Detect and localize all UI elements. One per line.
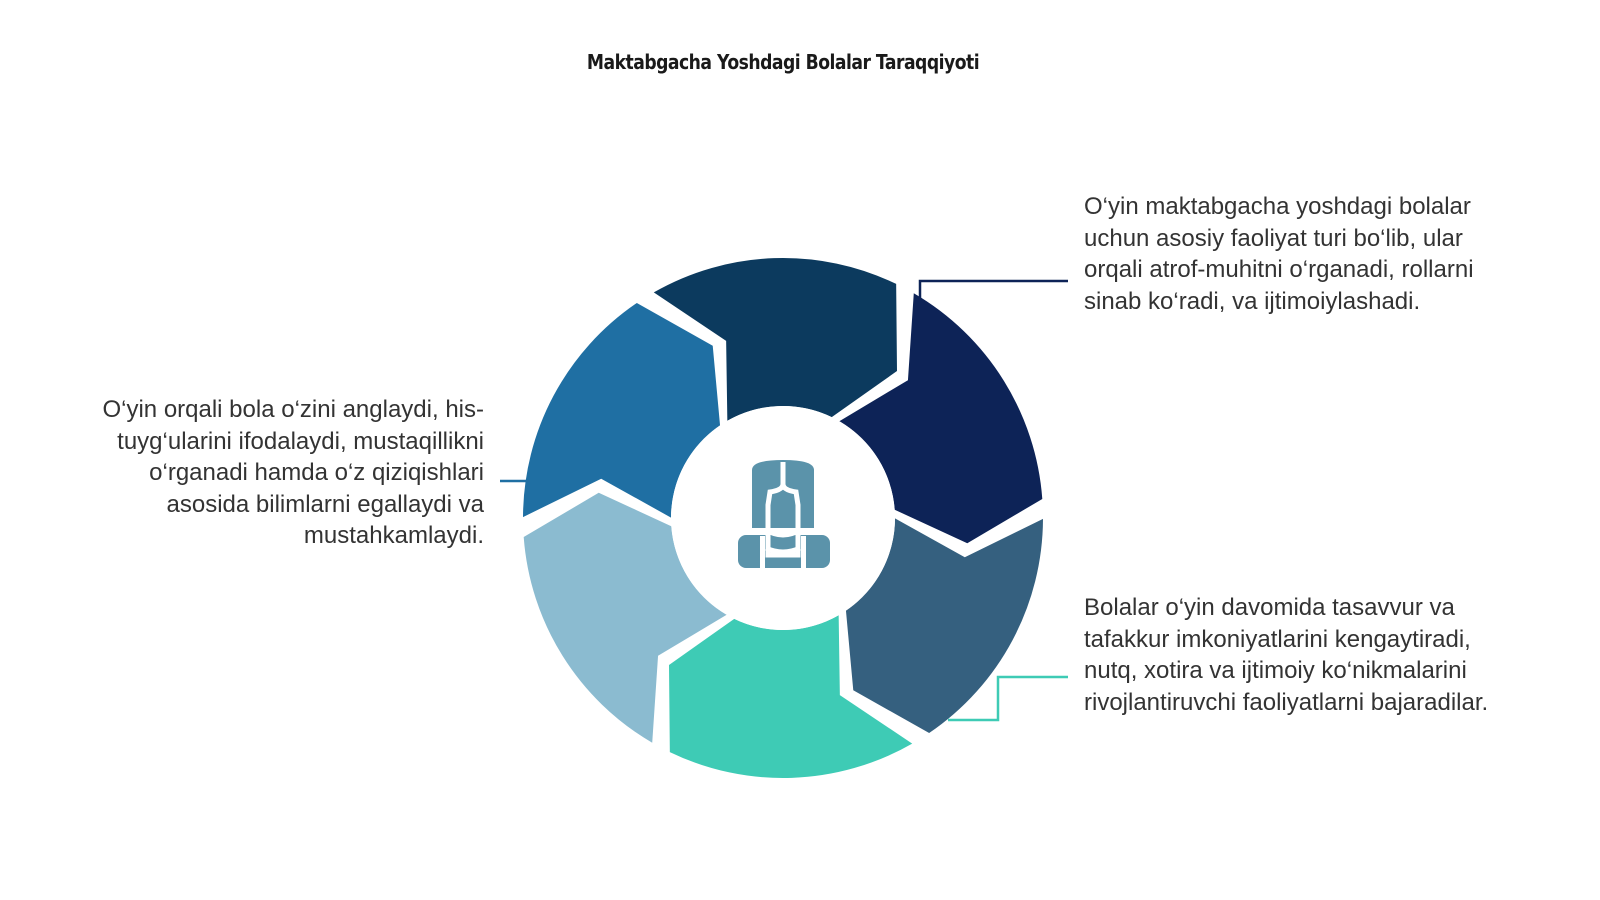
description-left: O‘yin orqali bola o‘zini anglaydi, his-t… [102,396,484,549]
description-top-right: O‘yin maktabgacha yoshdagi bolalar uchun… [1084,193,1474,315]
page-title: Maktabgacha Yoshdagi Bolalar Taraqqiyoti [586,50,980,74]
child-girl-icon [738,460,830,570]
segment-bottom-left [523,492,727,743]
connector-top-right [918,279,1068,300]
description-bottom-right: Bolalar o‘yin davomida tasavvur va tafak… [1084,594,1489,716]
segment-top-left [653,258,898,421]
segment-left [523,302,721,518]
segment-right [845,518,1043,734]
cycle-segments [523,258,1043,778]
segment-bottom-right [668,615,913,778]
segment-top-right [839,293,1043,544]
connector-bottom-right [948,675,1068,722]
